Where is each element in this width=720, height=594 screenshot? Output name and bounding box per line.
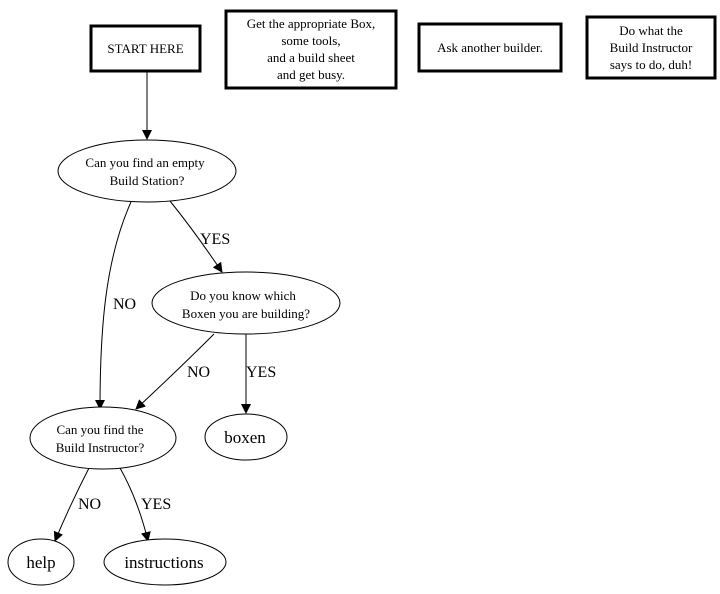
- node-q-boxen-line-1: Boxen you are building?: [182, 306, 310, 321]
- node-q-instructor: Can you find the Build Instructor?: [29, 406, 177, 470]
- box-getbox-line-2: and a build sheet: [267, 50, 355, 65]
- box-doinstr-line-2: says to do, duh!: [610, 57, 692, 72]
- node-q-instructor-line-0: Can you find the: [56, 422, 143, 437]
- edge-label-station-no: NO: [113, 296, 136, 313]
- edge-label-boxen-yes: YES: [246, 364, 276, 381]
- box-ask-line-0: Ask another builder.: [437, 40, 543, 55]
- box-getbox-line-1: some tools,: [281, 33, 340, 48]
- node-q-station-line-1: Build Station?: [110, 173, 185, 188]
- box-start: START HERE: [89, 24, 202, 73]
- box-getbox-line-0: Get the appropriate Box,: [247, 16, 376, 31]
- edge-label-station-yes: YES: [200, 231, 230, 248]
- box-doinstr-line-0: Do what the: [619, 23, 683, 38]
- node-q-station: Can you find an empty Build Station?: [57, 139, 237, 203]
- node-boxen-label: boxen: [224, 428, 266, 447]
- box-getbox-line-3: and get busy.: [277, 67, 345, 82]
- node-help: help: [7, 538, 75, 586]
- node-instructions: instructions: [103, 538, 227, 586]
- edge-instructor-no: [53, 467, 90, 542]
- edge-station-yes: [169, 200, 223, 273]
- box-doinstr-line-1: Build Instructor: [610, 40, 693, 55]
- edge-instructor-yes: [119, 467, 151, 542]
- node-q-instructor-line-1: Build Instructor?: [56, 440, 145, 455]
- edge-label-instructor-yes: YES: [141, 496, 171, 513]
- edge-label-boxen-no: NO: [187, 364, 210, 381]
- node-q-station-line-0: Can you find an empty: [85, 155, 205, 170]
- node-boxen: boxen: [204, 413, 288, 461]
- box-doinstr: Do what the Build Instructor says to do,…: [585, 15, 717, 80]
- box-ask: Ask another builder.: [417, 22, 563, 73]
- edge-boxen-no: [135, 333, 215, 410]
- edge-station-no: [95, 201, 132, 410]
- node-help-label: help: [26, 553, 55, 572]
- node-q-boxen-line-0: Do you know which: [190, 288, 296, 303]
- box-start-line-0: START HERE: [107, 41, 183, 56]
- box-getbox: Get the appropriate Box, some tools, and…: [224, 9, 398, 90]
- node-q-boxen: Do you know which Boxen you are building…: [151, 271, 341, 335]
- edge-label-instructor-no: NO: [78, 496, 101, 513]
- node-instructions-label: instructions: [124, 553, 203, 572]
